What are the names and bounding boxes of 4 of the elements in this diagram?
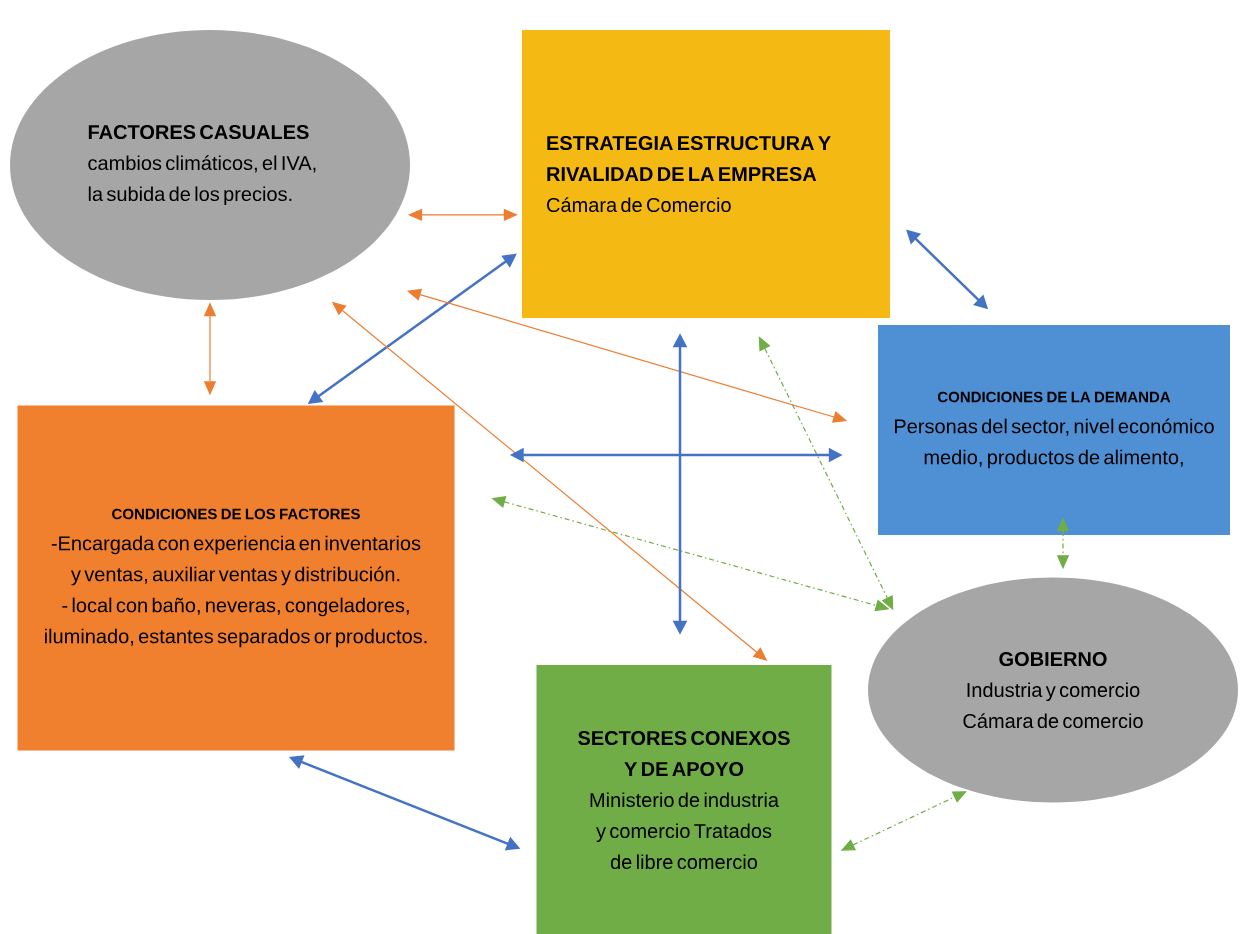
factor-box: ESTRATEGIA ESTRUCTURA Y RIVALIDAD DE LA EMPRESA Cámara de Comercio: [522, 30, 890, 318]
factor-box: CONDICIONES DE LOS FACTORES -Encargada con experiencia en inventarios y ventas, auxiliar ventas y distribución. - local con baño, neveras, congeladores, iluminado, estantes separados or productos.: [17, 405, 455, 751]
factor-box: CONDICIONES DE LA DEMANDA Personas del sector, nivel económico medio, productos de alimento,: [878, 325, 1230, 535]
factor-box: SECTORES CONEXOS Y DE APOYO Ministerio de industria y comercio Tratados de libre comercio: [536, 665, 832, 934]
